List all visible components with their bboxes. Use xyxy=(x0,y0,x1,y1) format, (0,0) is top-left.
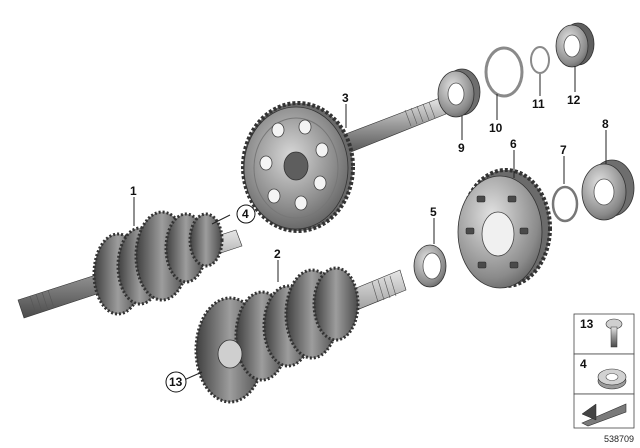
part-3-splines xyxy=(404,101,436,127)
callout-12: 12 xyxy=(567,93,581,107)
part-3-gear-holes xyxy=(259,119,329,211)
part-9-bearing xyxy=(437,68,481,118)
callout-9: 9 xyxy=(458,141,465,155)
leader-lines xyxy=(133,66,607,381)
part-7-circlip xyxy=(551,185,579,223)
callout-2: 2 xyxy=(274,247,281,261)
part-6-carrier xyxy=(457,168,552,289)
callout-10: 10 xyxy=(489,121,503,135)
bolt-icon xyxy=(605,318,623,348)
callout-labels: 1 4 2 3 5 6 7 8 9 10 11 12 13 xyxy=(130,91,609,393)
part-12-seal xyxy=(555,22,595,68)
callout-5: 5 xyxy=(430,205,437,219)
callout-1: 1 xyxy=(130,184,137,198)
legend-number-4: 4 xyxy=(580,357,587,371)
callout-8: 8 xyxy=(602,117,609,131)
callout-11: 11 xyxy=(532,97,545,111)
svg-text:4: 4 xyxy=(242,207,249,221)
document-number: 538709 xyxy=(604,434,634,444)
legend-number-13: 13 xyxy=(580,317,594,331)
callout-6: 6 xyxy=(510,137,517,151)
svg-text:13: 13 xyxy=(169,375,183,389)
part-2-mainshaft xyxy=(194,266,407,404)
part-1-gear-stack xyxy=(92,210,224,316)
part-2-gear-stack xyxy=(194,266,360,404)
direction-arrow-icon xyxy=(581,403,627,427)
legend-box-13 xyxy=(573,313,635,355)
part-5-bearing xyxy=(413,244,447,288)
part-11-circlip xyxy=(530,46,550,74)
callout-4-circled: 4 xyxy=(236,204,256,224)
part-3-shaft-with-gear xyxy=(241,97,447,233)
callout-7: 7 xyxy=(560,143,567,157)
part-1-countershaft xyxy=(17,210,243,319)
callout-13-circled: 13 xyxy=(165,371,187,393)
legend-panel: 13 4 538709 xyxy=(573,313,635,444)
part-8-bearing xyxy=(581,159,635,221)
part-10-snap-ring xyxy=(484,46,524,98)
nut-icon xyxy=(597,368,627,390)
callout-3: 3 xyxy=(342,91,349,105)
